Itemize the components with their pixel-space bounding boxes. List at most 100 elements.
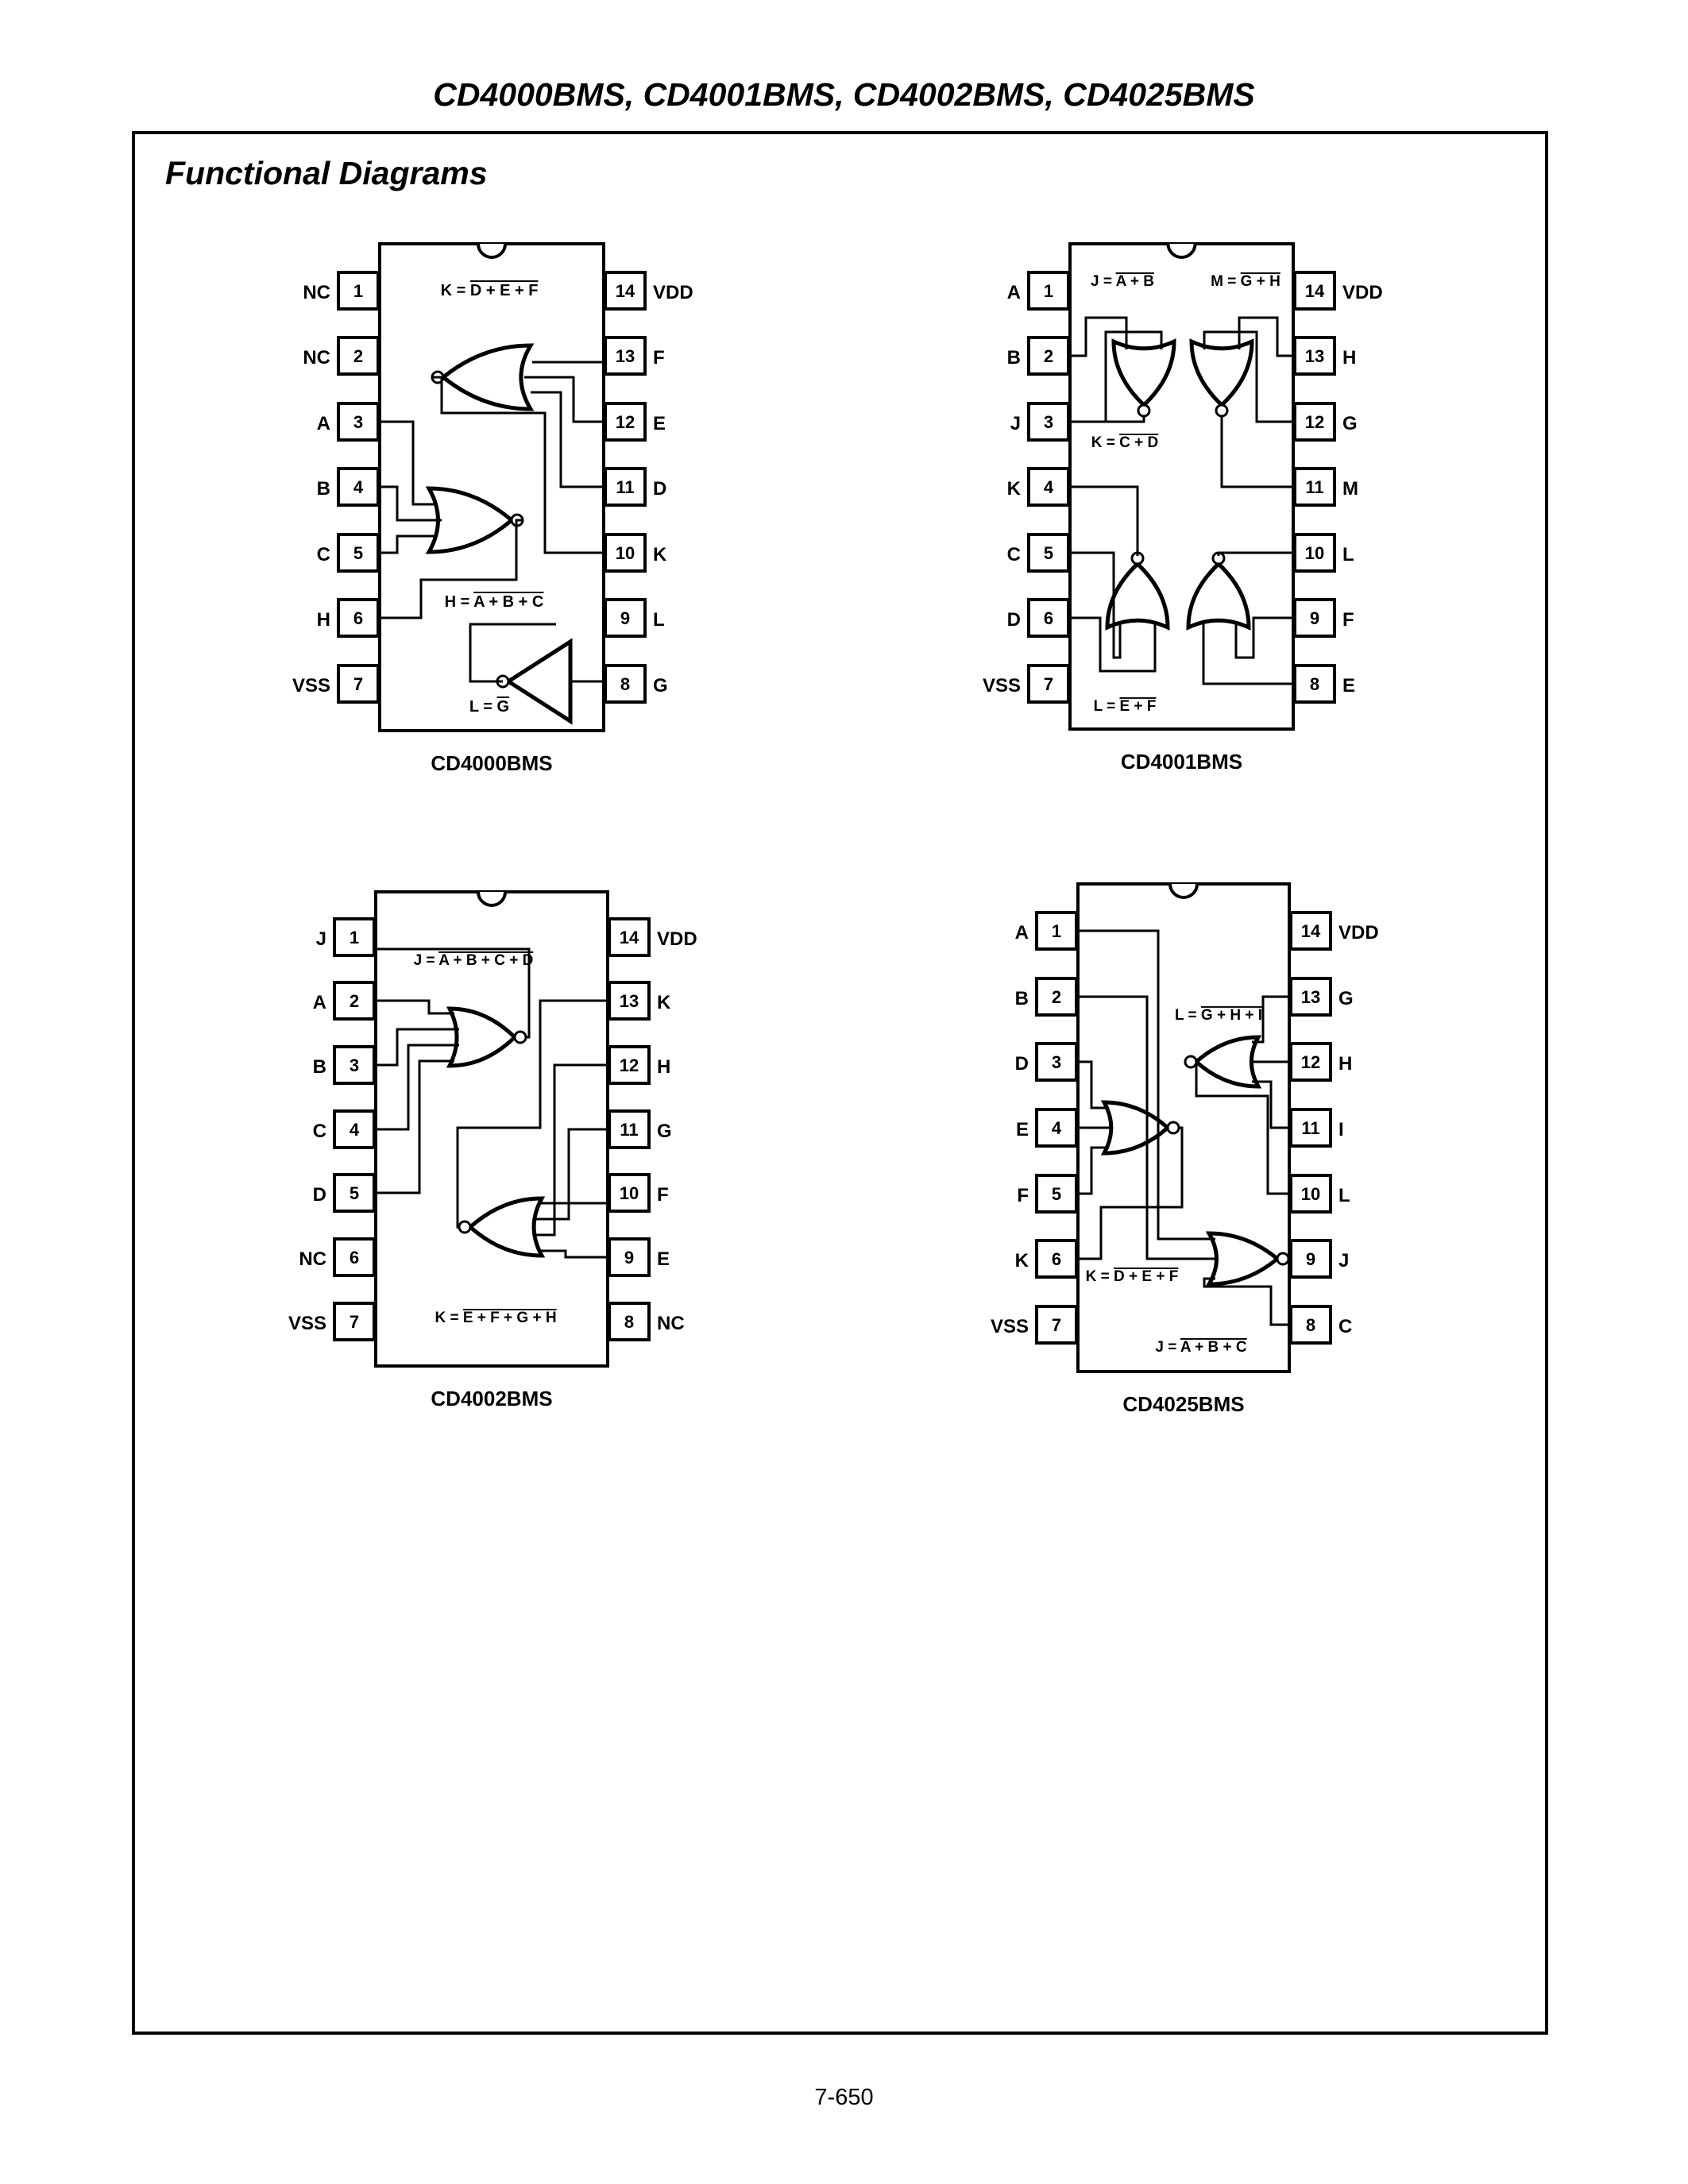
chip-name: CD4002BMS (431, 1387, 552, 1410)
pin-number: 12 (616, 412, 635, 432)
pin-label: J (1010, 413, 1021, 434)
wire (1070, 416, 1145, 423)
pin-label: C (313, 1121, 326, 1142)
pin-box (1293, 336, 1336, 376)
pin-box (1293, 271, 1336, 311)
pin-number: 8 (1310, 674, 1319, 694)
pin-box (1035, 1305, 1078, 1345)
pin-number: 2 (350, 991, 359, 1011)
pin-number: 7 (1044, 674, 1053, 694)
pin-label: NC (303, 347, 330, 369)
pin-box (608, 1109, 651, 1149)
equation-k: K = D + E + F (1086, 1268, 1179, 1285)
pin-label: VSS (288, 1313, 326, 1334)
pin-number: 6 (353, 608, 363, 628)
pin-number: 2 (353, 346, 363, 366)
pin-box (1293, 402, 1336, 442)
equation-k: K = D + E + F (441, 282, 539, 299)
pin-box (1289, 1305, 1332, 1345)
pin-box (337, 664, 380, 704)
pin-box (608, 1237, 651, 1277)
wire (534, 1128, 608, 1221)
pin-number: 9 (1306, 1249, 1315, 1269)
wire (1070, 551, 1122, 659)
pin-label: D (313, 1184, 326, 1206)
wire (1202, 621, 1293, 685)
pin-number: 4 (353, 477, 364, 497)
pin-label: VSS (292, 675, 330, 696)
wire (1078, 1126, 1184, 1260)
pin-label: A (1015, 922, 1029, 943)
pin-box (1289, 1239, 1332, 1279)
pin-box (1035, 977, 1078, 1017)
pin-label: F (1342, 609, 1354, 631)
wire (1070, 485, 1139, 556)
pin-box (1027, 467, 1070, 507)
pin-number: 3 (353, 412, 363, 432)
pin-box (608, 1302, 651, 1341)
pin-number: 13 (616, 346, 635, 366)
pin-number: 14 (620, 928, 639, 947)
pin-box (1027, 271, 1070, 311)
pin-label: L (1342, 544, 1354, 565)
pin-label: G (1342, 413, 1358, 434)
pin-box (333, 1109, 376, 1149)
pin-label: G (657, 1121, 672, 1142)
pin-number: 8 (624, 1312, 634, 1332)
pin-box (1293, 664, 1336, 704)
wire (380, 485, 442, 522)
pin-label: C (1007, 544, 1021, 565)
pin-number: 11 (1305, 477, 1323, 497)
pin-label: NC (657, 1313, 685, 1334)
wire (469, 623, 556, 683)
wire (1217, 551, 1293, 556)
pin-label: K (657, 992, 671, 1013)
pin-box (1035, 1239, 1078, 1279)
equation-h: H = A + B + C (445, 593, 544, 611)
equation-l: L = E + F (1094, 698, 1157, 715)
pin-number: 8 (1306, 1315, 1315, 1335)
pin-label: J (1338, 1250, 1349, 1271)
pin-number: 9 (620, 608, 630, 628)
pin-box (608, 981, 651, 1021)
wire (376, 999, 454, 1015)
pin-box (1289, 911, 1332, 951)
pin-box (1293, 533, 1336, 573)
nor-gate (1205, 1231, 1280, 1287)
wire (1252, 995, 1289, 1044)
wire (380, 534, 435, 554)
page-header-title: CD4000BMS, CD4001BMS, CD4002BMS, CD4025B… (433, 76, 1255, 113)
chip-name: CD4025BMS (1122, 1392, 1244, 1416)
pin-number: 1 (1044, 281, 1053, 301)
pin-label: H (317, 609, 330, 631)
pin-label: G (653, 675, 668, 696)
pin-number: 4 (350, 1120, 360, 1140)
pin-number: 1 (1052, 921, 1061, 941)
pin-box (337, 533, 380, 573)
wire (534, 1063, 608, 1237)
equation-j: J = A + B + C + D (414, 952, 534, 969)
pin-box (1027, 533, 1070, 573)
pin-box (604, 598, 647, 638)
pin-label: A (313, 992, 326, 1013)
inversion-bubble (458, 1220, 472, 1234)
pin-number: 3 (1044, 412, 1053, 432)
pin-label: F (657, 1184, 669, 1206)
inversion-bubble (1184, 1055, 1198, 1069)
wire (1078, 1146, 1109, 1195)
pin-number: 3 (1052, 1052, 1061, 1072)
pin-label: E (657, 1248, 670, 1270)
nor-gate (467, 1196, 546, 1258)
wire (531, 391, 604, 488)
pin-label: B (1007, 347, 1021, 369)
pin-box (333, 1302, 376, 1341)
pin-number: 13 (620, 991, 639, 1011)
pin-box (1035, 1108, 1078, 1148)
pin-box (1035, 1042, 1078, 1082)
pin-number: 4 (1044, 477, 1054, 497)
wire (1238, 316, 1293, 357)
pin-label: E (1016, 1119, 1029, 1140)
equation-l: L = G (469, 698, 509, 716)
pin-number: 11 (1301, 1118, 1319, 1138)
